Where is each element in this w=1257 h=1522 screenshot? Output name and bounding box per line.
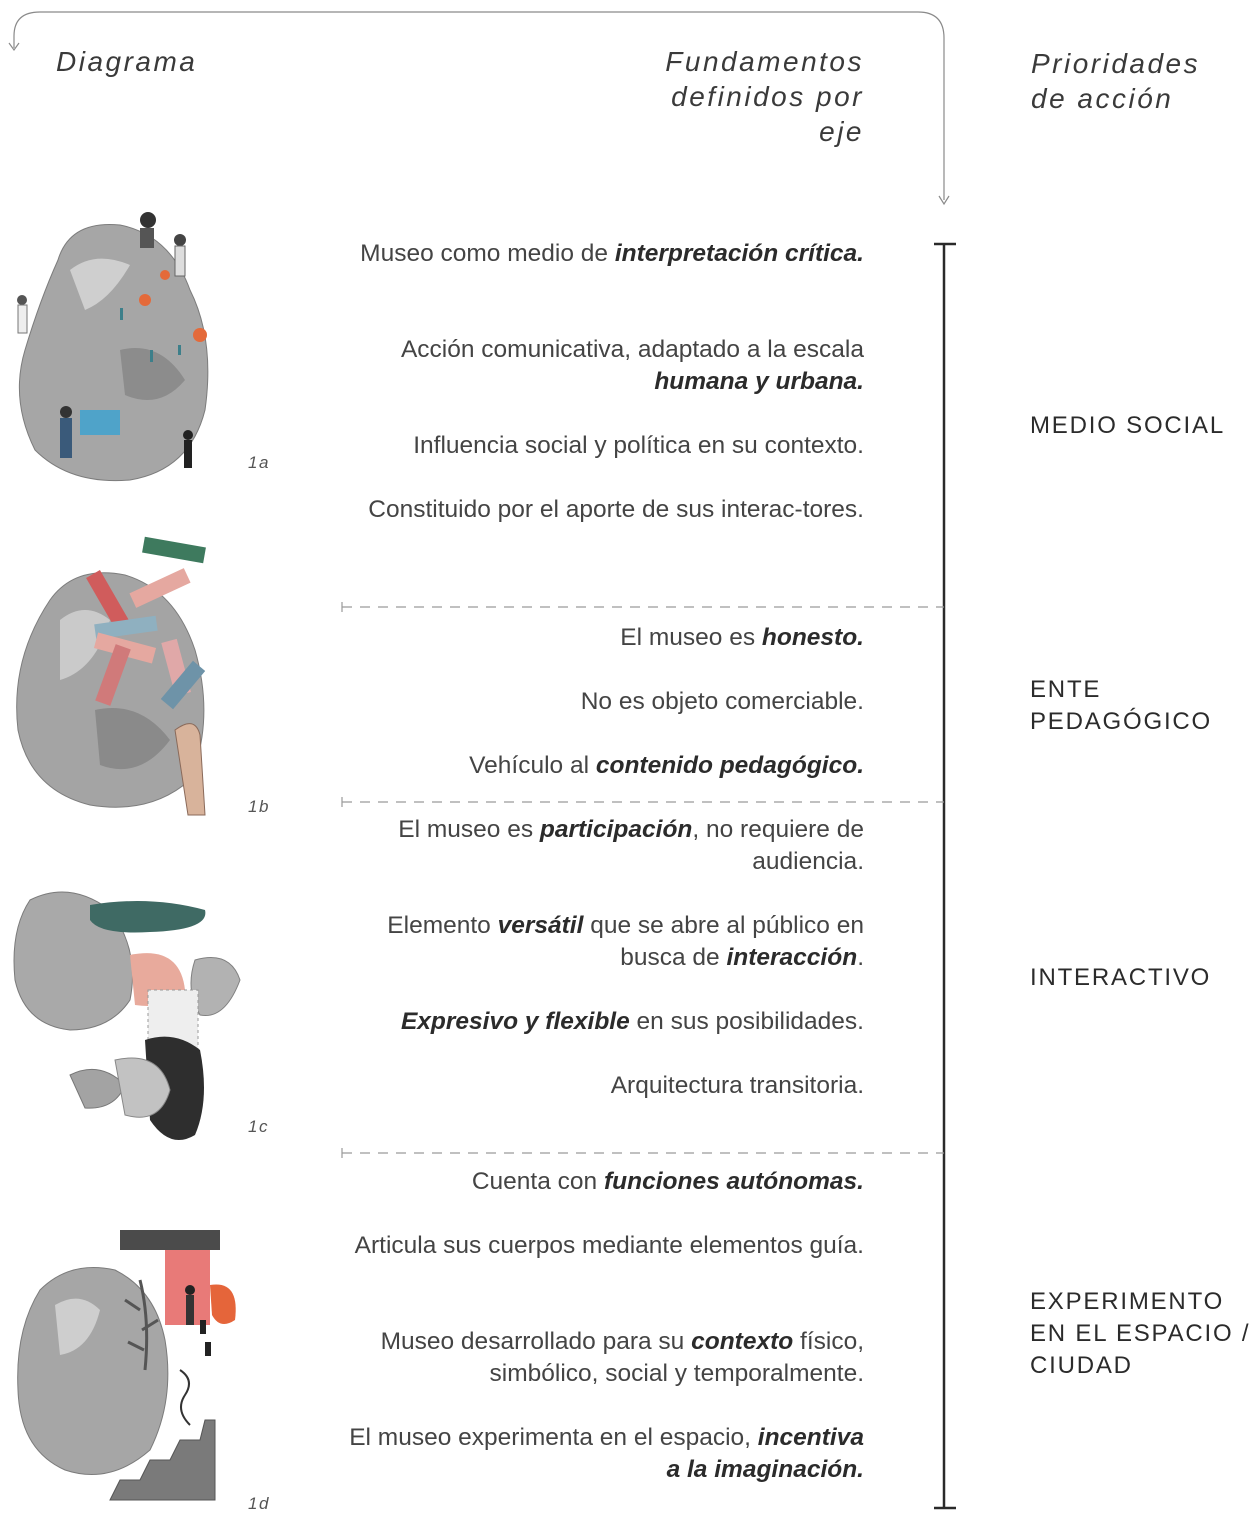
body-text: El museo experimenta en el espacio,	[349, 1424, 758, 1451]
body-text: El museo es	[620, 624, 762, 651]
body-text: en sus posibilidades.	[629, 1008, 864, 1035]
body-text: Museo desarrollado para su	[380, 1328, 692, 1355]
body-text: , no requiere de audiencia.	[692, 816, 864, 875]
figure-label-1d: 1d	[248, 1494, 270, 1513]
column-header-diagrama: Diagrama	[56, 46, 198, 77]
body-text: Constituido por el aporte de sus interac…	[368, 496, 864, 523]
body-text: Cuenta con	[471, 1168, 604, 1195]
fundamento-item: Elemento versátil que se abre al público…	[344, 910, 864, 974]
emphasis-text: interacción	[726, 944, 858, 971]
header-line: Fundamentos	[665, 46, 864, 77]
column-header-prioridades: Prioridades de acción	[1031, 46, 1200, 116]
body-text: .	[857, 944, 864, 971]
emphasis-text: versátil	[497, 912, 584, 939]
emphasis-text: incentiva a la imaginación.	[666, 1424, 864, 1483]
emphasis-text: contexto	[691, 1328, 794, 1355]
fundamento-item: Acción comunicativa, adaptado a la escal…	[344, 334, 864, 398]
fundamento-item: Arquitectura transitoria.	[344, 1070, 864, 1102]
priority-ente-pedagogico: ENTE PEDAGÓGICO	[1030, 674, 1212, 738]
header-line: definidos por	[671, 81, 864, 112]
emphasis-text: interpretación crítica.	[614, 240, 864, 267]
fundamento-item: Vehículo al contenido pedagógico.	[344, 750, 864, 782]
body-text: Arquitectura transitoria.	[610, 1072, 864, 1099]
column-header-fundamentos: Fundamentos definidos por eje	[665, 44, 864, 149]
body-text: Acción comunicativa, adaptado a la escal…	[400, 336, 864, 363]
priority-line: EXPERIMENTO	[1030, 1288, 1225, 1315]
fundamento-item: Museo desarrollado para su contexto físi…	[344, 1326, 864, 1390]
left-arrow-head-icon	[8, 42, 20, 52]
body-text: Articula sus cuerpos mediante elementos …	[354, 1232, 864, 1259]
body-text: Vehículo al	[469, 752, 596, 779]
fundamento-item: Cuenta con funciones autónomas.	[344, 1166, 864, 1198]
emphasis-text: funciones autónomas.	[603, 1168, 864, 1195]
fundamento-item: Expresivo y flexible en sus posibilidade…	[344, 1006, 864, 1038]
priority-line: PEDAGÓGICO	[1030, 708, 1213, 735]
priority-line: ENTE	[1030, 676, 1102, 703]
emphasis-text: Expresivo y flexible	[400, 1008, 630, 1035]
figure-label-1c: 1c	[248, 1117, 269, 1136]
header-line: eje	[819, 116, 864, 147]
header-line: de acción	[1031, 83, 1174, 114]
priority-interactivo: INTERACTIVO	[1030, 962, 1211, 994]
priority-line: MEDIO SOCIAL	[1030, 412, 1225, 439]
body-text: El museo es	[398, 816, 540, 843]
body-text: No es objeto comerciable.	[580, 688, 864, 715]
fundamento-item: Influencia social y política en su conte…	[344, 430, 864, 462]
collage-1d-image	[17, 1230, 236, 1501]
right-arrow-head-icon	[938, 195, 950, 206]
priority-line: INTERACTIVO	[1030, 964, 1212, 991]
emphasis-text: honesto.	[761, 624, 864, 651]
emphasis-text: participación	[539, 816, 693, 843]
figure-label-1b: 1b	[248, 797, 270, 816]
fundamento-item: El museo es honesto.	[344, 622, 864, 654]
priority-line: EN EL ESPACIO /	[1030, 1320, 1251, 1347]
body-text: físico, simbólico, social y temporalment…	[489, 1328, 864, 1387]
body-text: que se abre al público en busca de	[583, 912, 864, 971]
fundamento-item: No es objeto comerciable.	[344, 686, 864, 718]
fundamento-item: El museo experimenta en el espacio, ince…	[344, 1422, 864, 1486]
collage-1b-image	[16, 536, 206, 816]
priority-medio-social: MEDIO SOCIAL	[1030, 410, 1225, 442]
fundamento-item: El museo es participación, no requiere d…	[344, 814, 864, 878]
fundamento-item: Museo como medio de interpretación críti…	[344, 238, 864, 270]
collage-1a-image	[17, 212, 209, 482]
fundamento-item: Constituido por el aporte de sus interac…	[344, 494, 864, 526]
body-text: Museo como medio de	[360, 240, 615, 267]
fundamento-item: Articula sus cuerpos mediante elementos …	[344, 1230, 864, 1262]
priority-line: CIUDAD	[1030, 1352, 1133, 1379]
body-text: Influencia social y política en su conte…	[413, 432, 864, 459]
priority-experimento: EXPERIMENTO EN EL ESPACIO / CIUDAD	[1030, 1286, 1250, 1382]
emphasis-text: contenido pedagógico.	[595, 752, 864, 779]
figure-label-1a: 1a	[248, 453, 270, 472]
header-line: Prioridades	[1031, 48, 1201, 79]
collage-1c-image	[13, 891, 241, 1140]
emphasis-text: humana y urbana.	[654, 368, 864, 395]
body-text: Elemento	[387, 912, 498, 939]
